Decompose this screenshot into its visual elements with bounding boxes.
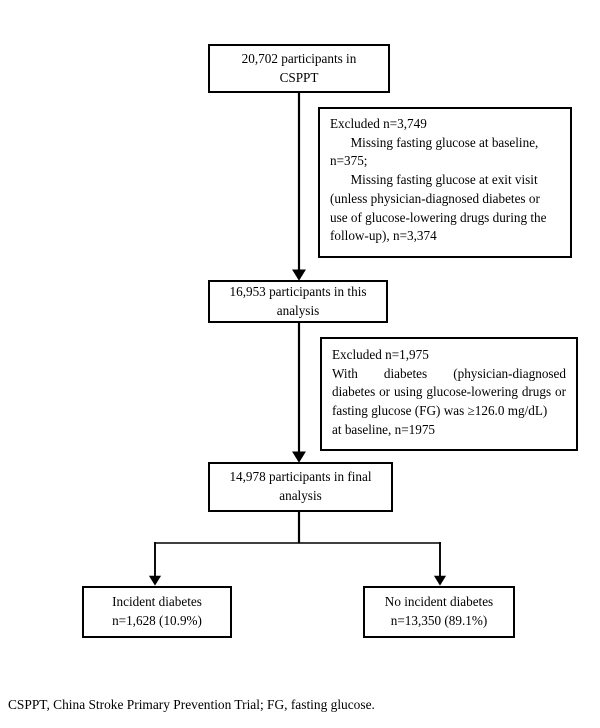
node-no-incident-diabetes: No incident diabetes n=13,350 (89.1%) — [363, 586, 515, 638]
node-excluded-diabetes: Excluded n=1,975 With diabetes (physicia… — [320, 337, 578, 451]
node-total-line-1: 20,702 participants in — [241, 50, 357, 66]
node-incident-diabetes: Incident diabetes n=1,628 (10.9%) — [82, 586, 232, 638]
excluded-2-body: With diabetes (physician-diagnosed diabe… — [332, 365, 566, 419]
node-final-analysis: 14,978 participants in final analysis — [208, 462, 393, 512]
excluded-1-item-2-cont-b: use of glucose-lowering drugs during the — [330, 209, 547, 225]
excluded-1-item-1-count: n=375; — [330, 153, 368, 169]
excluded-1-item-2-cont-a: (unless physician-diagnosed diabetes or — [330, 190, 540, 206]
node-no-incident-count: n=13,350 (89.1%) — [390, 613, 488, 628]
node-incident-count: n=1,628 (10.9%) — [112, 613, 202, 628]
node-excluded-missing-glucose: Excluded n=3,749 Missing fasting glucose… — [318, 107, 572, 258]
excluded-1-heading: Excluded n=3,749 — [330, 116, 427, 131]
node-analysis-participants: 16,953 participants in this analysis — [208, 280, 388, 323]
excluded-1-item-2: Missing fasting glucose at exit visit — [350, 172, 538, 188]
node-incident-label: Incident diabetes — [112, 594, 202, 610]
excluded-1-item-1: Missing fasting glucose at baseline, — [350, 134, 539, 150]
node-final-line-2: analysis — [279, 488, 322, 503]
node-total-participants: 20,702 participants in CSPPT — [208, 44, 390, 93]
excluded-2-count: at baseline, n=1975 — [332, 421, 436, 437]
node-final-line-1: 14,978 participants in final — [229, 469, 372, 485]
node-analysis-line-2: analysis — [276, 302, 320, 318]
excluded-1-item-2-count: follow-up), n=3,374 — [330, 228, 437, 244]
excluded-2-heading: Excluded n=1,975 — [332, 347, 429, 362]
figure-footnote: CSPPT, China Stroke Primary Prevention T… — [8, 697, 375, 712]
node-no-incident-label: No incident diabetes — [384, 594, 494, 610]
node-analysis-line-1: 16,953 participants in this — [229, 283, 367, 299]
node-total-line-2: CSPPT — [279, 69, 319, 85]
